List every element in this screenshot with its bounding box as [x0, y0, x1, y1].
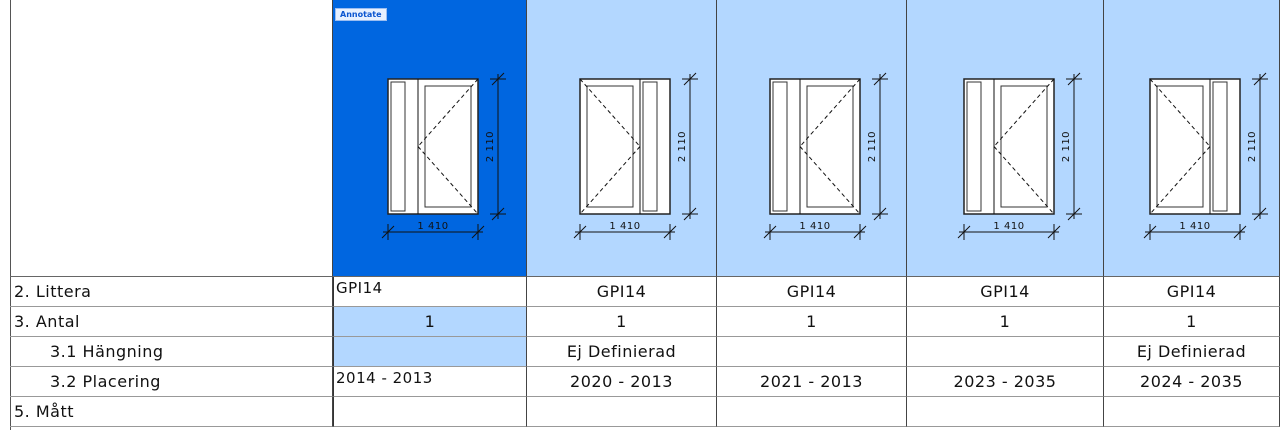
window-elevation-drawing: 2 110 1 410	[957, 72, 1082, 240]
row-label: 2. Littera	[10, 277, 333, 307]
cell-placering[interactable]: 2020 - 2013	[527, 367, 717, 397]
cell-hangning[interactable]: Ej Definierad	[527, 337, 717, 367]
leaf-glass	[1000, 85, 1048, 208]
height-dimension: 2 110	[1061, 131, 1072, 162]
littera-value: GPI14	[336, 279, 383, 297]
cell-hangning[interactable]	[717, 337, 907, 367]
height-dimension: 2 110	[677, 131, 688, 162]
cell-placering[interactable]: 2014 - 2013	[333, 367, 527, 397]
annotate-button[interactable]: Annotate	[335, 8, 387, 21]
placering-value: 2020 - 2013	[570, 372, 673, 391]
height-dimension: 2 110	[1247, 131, 1258, 162]
antal-value: 1	[1186, 312, 1197, 331]
leaf-glass	[424, 85, 472, 208]
width-dimension: 1 410	[993, 221, 1024, 232]
cell-antal[interactable]: 1	[1104, 307, 1280, 337]
cell-antal[interactable]: 1	[717, 307, 907, 337]
cell-antal[interactable]: 1	[527, 307, 717, 337]
hangning-value: Ej Definierad	[566, 342, 677, 361]
door-image-cell[interactable]: 2 110 1 410	[907, 0, 1104, 277]
sidelight-pane	[772, 81, 788, 212]
height-dimension: 2 110	[485, 131, 496, 162]
height-dimension: 2 110	[867, 131, 878, 162]
cell-littera[interactable]: GPI14	[1104, 277, 1280, 307]
row-header-strip	[0, 0, 11, 430]
sidelight-pane	[966, 81, 982, 212]
width-dimension: 1 410	[417, 221, 448, 232]
width-dimension: 1 410	[1179, 221, 1210, 232]
cell-matt[interactable]	[1104, 397, 1280, 427]
leaf-glass	[806, 85, 854, 208]
cell-placering[interactable]: 2021 - 2013	[717, 367, 907, 397]
leaf-glass	[1156, 85, 1204, 208]
window-elevation-drawing: 2 110 1 410	[573, 72, 698, 240]
cell-placering[interactable]: 2024 - 2035	[1104, 367, 1280, 397]
cell-littera[interactable]: GPI14	[333, 277, 527, 307]
placering-value: 2024 - 2035	[1140, 372, 1243, 391]
antal-value: 1	[806, 312, 817, 331]
width-dimension: 1 410	[799, 221, 830, 232]
cell-hangning[interactable]: Ej Definierad	[1104, 337, 1280, 367]
cell-matt[interactable]	[527, 397, 717, 427]
row-label: 3.1 Hängning	[10, 337, 333, 367]
antal-value: 1	[616, 312, 627, 331]
row-label: 3.2 Placering	[10, 367, 333, 397]
window-elevation-drawing: 2 110 1 410	[381, 72, 506, 240]
row-label: 5. Mått	[10, 397, 333, 427]
littera-value: GPI14	[980, 282, 1030, 301]
window-elevation-drawing: 2 110 1 410	[763, 72, 888, 240]
cell-matt[interactable]	[717, 397, 907, 427]
cell-hangning[interactable]	[907, 337, 1104, 367]
leaf-glass	[586, 85, 634, 208]
cell-littera[interactable]: GPI14	[527, 277, 717, 307]
littera-value: GPI14	[596, 282, 647, 301]
cell-littera[interactable]: GPI14	[907, 277, 1104, 307]
sidelight-pane	[390, 81, 406, 212]
door-image-cell[interactable]: 2 110 1 410	[1104, 0, 1280, 277]
cell-matt[interactable]	[333, 397, 527, 427]
cell-littera[interactable]: GPI14	[717, 277, 907, 307]
door-image-cell[interactable]: 2 110 1 410	[333, 0, 527, 277]
placering-value: 2021 - 2013	[760, 372, 863, 391]
sidelight-pane	[1212, 81, 1228, 212]
corner-cell	[10, 0, 333, 277]
row-label: 3. Antal	[10, 307, 333, 337]
littera-value: GPI14	[1166, 282, 1217, 301]
cell-hangning[interactable]	[333, 337, 527, 367]
hangning-value: Ej Definierad	[1136, 342, 1247, 361]
door-image-cell[interactable]: 2 110 1 410	[717, 0, 907, 277]
sidelight-pane	[642, 81, 658, 212]
door-image-cell[interactable]: 2 110 1 410	[527, 0, 717, 277]
littera-value: GPI14	[786, 282, 837, 301]
window-elevation-drawing: 2 110 1 410	[1143, 72, 1268, 240]
cell-antal[interactable]: 1	[907, 307, 1104, 337]
cell-antal[interactable]: 1	[333, 307, 527, 337]
placering-value: 2014 - 2013	[336, 369, 433, 387]
width-dimension: 1 410	[609, 221, 640, 232]
antal-value: 1	[424, 312, 436, 331]
cell-matt[interactable]	[907, 397, 1104, 427]
placering-value: 2023 - 2035	[953, 372, 1057, 391]
antal-value: 1	[999, 312, 1011, 331]
cell-placering[interactable]: 2023 - 2035	[907, 367, 1104, 397]
